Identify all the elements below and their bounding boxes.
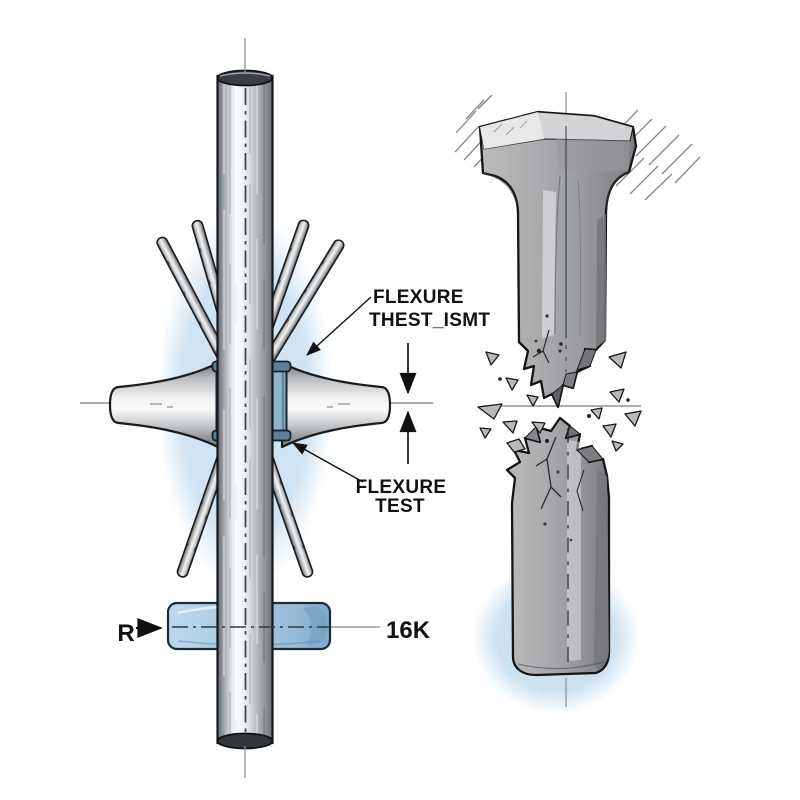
fracture-debris bbox=[477, 342, 642, 453]
beam-upper-piece bbox=[478, 110, 638, 409]
dimension-label: 16K bbox=[386, 617, 431, 644]
arm-right bbox=[280, 361, 392, 449]
bottom-note-line2: TEST bbox=[375, 496, 425, 517]
leader-arrow-top-note bbox=[306, 296, 372, 356]
top-note-line1: FLEXURE bbox=[373, 287, 464, 308]
main-rod bbox=[216, 69, 274, 750]
flexure-apparatus-panel: FLEXURE THEST_ISMT FLEXURE TEST R 16K bbox=[80, 38, 490, 778]
radius-label: R bbox=[117, 620, 134, 647]
bottom-note-line1: FLEXURE bbox=[356, 477, 447, 498]
beam-lower-piece bbox=[505, 416, 611, 677]
top-note-line2: THEST_ISMT bbox=[369, 310, 490, 331]
leader-arrow-bottom-note bbox=[291, 442, 364, 483]
fractured-beam-panel bbox=[454, 92, 701, 714]
arm-left bbox=[108, 361, 220, 449]
